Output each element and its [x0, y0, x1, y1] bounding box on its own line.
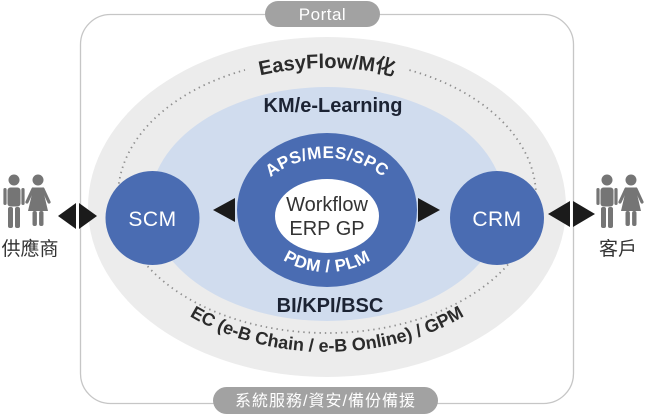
woman-icon [25, 174, 51, 226]
supplier-people-icon [3, 174, 51, 228]
left-outer-arrow-right-icon [79, 203, 97, 229]
scm-node [105, 171, 200, 265]
core-crm-arrow-icon [418, 198, 440, 222]
flow-arrows [58, 198, 595, 229]
customer-people-icon [596, 174, 644, 228]
man-icon [3, 174, 25, 228]
portal-pill [265, 1, 380, 27]
scm-label: SCM [128, 208, 176, 231]
crm-node [450, 171, 544, 265]
dotted-ring-gap [240, 42, 414, 87]
supplier-label: 供應商 [1, 237, 58, 260]
km-elearning-label: KM/e-Learning [264, 95, 403, 117]
left-outer-arrow-left-icon [58, 203, 76, 229]
portal-label: Portal [299, 5, 346, 24]
system-services-label: 系統服務/資安/備份備援 [235, 392, 416, 410]
core-label-line1: Workflow [286, 194, 368, 216]
right-outer-arrow-right-icon [573, 201, 595, 227]
customer-label: 客戶 [599, 238, 637, 260]
bi-kpi-bsc-label: BI/KPI/BSC [277, 295, 384, 317]
core-label-line2: ERP GP [289, 218, 364, 240]
scm-core-arrow-icon [213, 198, 235, 222]
core-center [275, 179, 379, 253]
man-icon [596, 174, 618, 228]
right-outer-arrow-left-icon [548, 201, 570, 227]
system-services-pill [213, 387, 438, 414]
woman-icon [618, 174, 644, 226]
crm-label: CRM [472, 208, 521, 231]
